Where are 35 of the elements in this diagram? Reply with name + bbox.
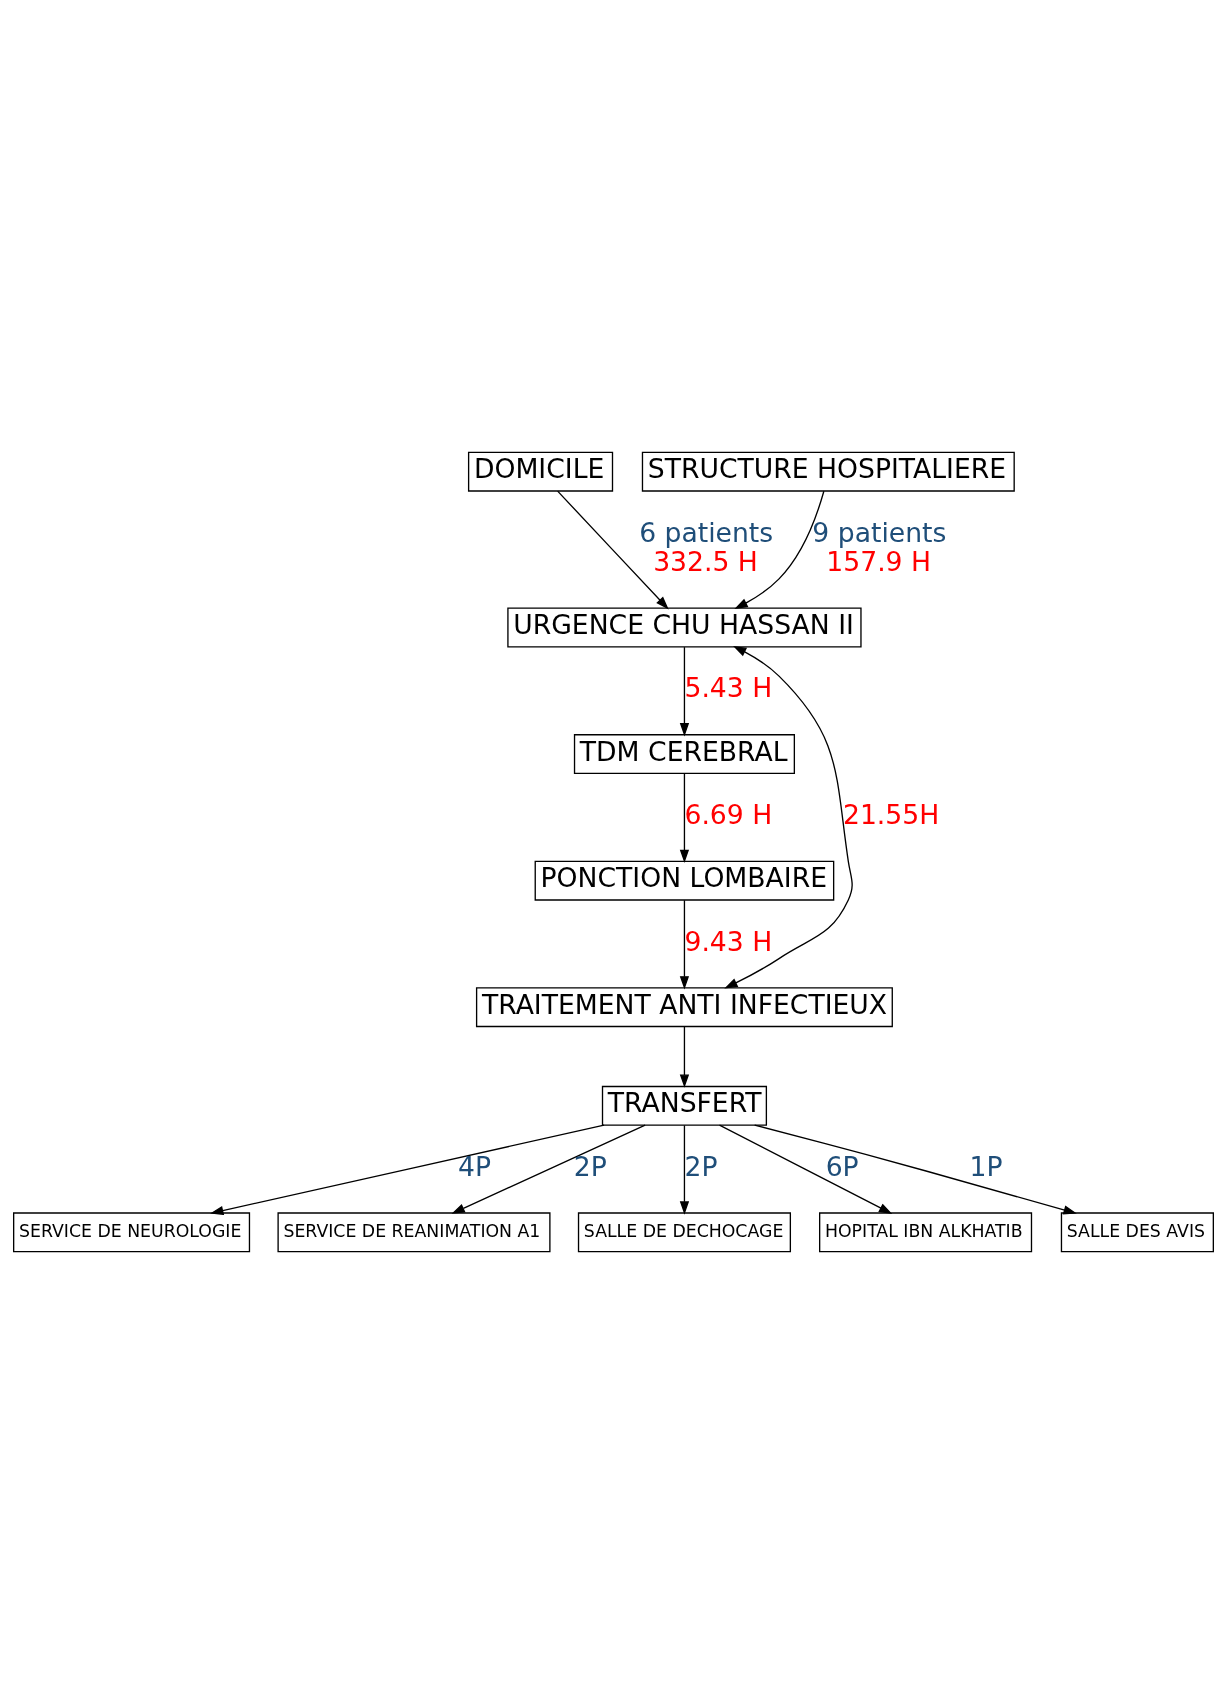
node-box: SERVICE DE REANIMATION A1 [277, 1211, 551, 1252]
arrow [679, 1025, 690, 1088]
edge-label: 6 patients [639, 516, 774, 548]
arrow [734, 490, 825, 609]
arrow [210, 1123, 605, 1215]
edge-label: 2P [684, 1150, 718, 1182]
node-box: URGENCE CHU HASSAN II [507, 607, 862, 647]
arrow [679, 645, 690, 736]
edge-label: 21.55H [842, 798, 940, 830]
edge-label: 1P [969, 1150, 1003, 1182]
node-box: STRUCTURE HOSPITALIERE [641, 451, 1015, 492]
edge-label: 9.43 H [684, 925, 773, 957]
edge-label: 6.69 H [684, 798, 773, 830]
arrow [724, 645, 853, 989]
node-box: TDM CEREBRAL [573, 733, 795, 774]
node-box: SALLE DES AVIS [1060, 1211, 1214, 1252]
edge-label: 6P [825, 1150, 859, 1182]
node-box: SALLE DE DECHOCAGE [577, 1211, 791, 1252]
node-box: PONCTION LOMBAIRE [534, 860, 835, 901]
arrow [754, 1123, 1077, 1214]
node-box: DOMICILE [467, 451, 614, 492]
arrow [679, 899, 690, 990]
node-box: SERVICE DE NEUROLOGIE [13, 1211, 251, 1252]
edge-label: 2P [573, 1150, 607, 1182]
edge-label: 5.43 H [684, 671, 773, 703]
node-box: TRAITEMENT ANTI INFECTIEUX [475, 986, 893, 1027]
arrow [718, 1123, 893, 1214]
node-box: TRANSFERT [601, 1085, 768, 1126]
arrow [679, 772, 690, 863]
arrow [679, 1124, 690, 1215]
arrow [451, 1123, 646, 1214]
arrow [556, 490, 669, 609]
edge-label: 9 patients [812, 516, 947, 548]
edge-label: 4P [457, 1150, 491, 1182]
node-box: HOPITAL IBN ALKHATIB [819, 1211, 1033, 1252]
